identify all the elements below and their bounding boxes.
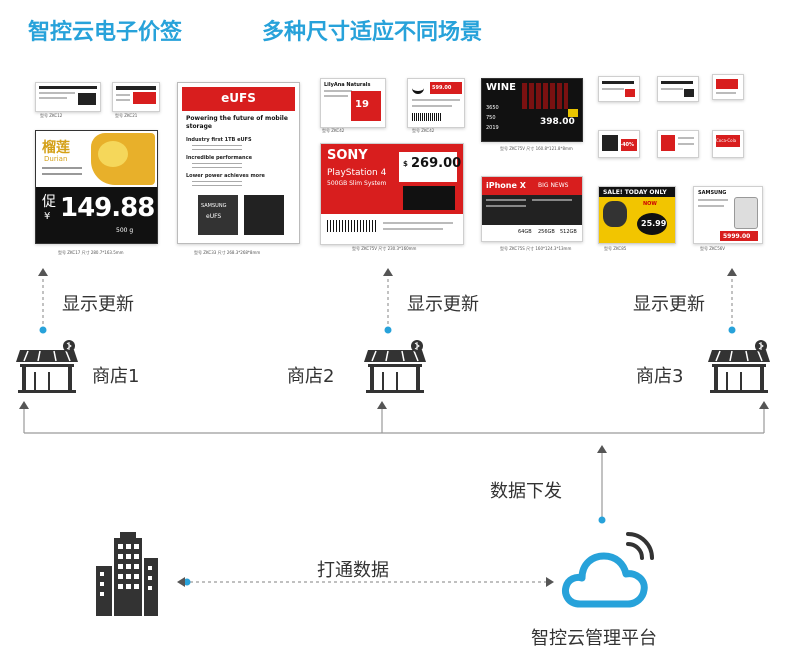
durian-name: 榴莲: [42, 140, 70, 156]
store-icon: [16, 340, 78, 393]
mini-tag-5: [657, 130, 699, 158]
title-left: 智控云电子价签: [28, 20, 183, 45]
store-label-1: 商店1: [92, 366, 140, 387]
platform-label: 智控云管理平台: [531, 628, 657, 649]
wine-price-tag: WINE 3650 750 2019 398.00: [481, 78, 583, 142]
store-icon: [364, 340, 426, 393]
cloud-icon: [562, 532, 654, 608]
display-update-label-1: 显示更新: [62, 294, 134, 315]
durian-price-tag: 榴莲 Durian 促 ¥ 149.88 500 g: [35, 130, 158, 244]
discount-tag: -40%: [598, 130, 640, 158]
console-image: [403, 186, 455, 210]
iphone-price-tag: iPhone X BIG NEWS 64GB 256GB 512GB: [481, 176, 583, 242]
sony-ps4-price-tag: SONY PlayStation 4 500GB Slim System $ 2…: [320, 143, 464, 245]
mini-tag-1: [598, 76, 640, 102]
data-push-label: 数据下发: [490, 481, 562, 502]
coke-tag: Coca-Cola: [712, 130, 744, 158]
galaxy-price-tag: SAMSUNG 5999.00: [693, 186, 763, 244]
mini-tag-2: [657, 76, 699, 102]
display-update-label-3: 显示更新: [633, 294, 705, 315]
phone-image: [734, 197, 758, 229]
small-promo-tag: [112, 82, 160, 112]
connect-label: 打通数据: [317, 560, 389, 581]
store-icon: [708, 340, 770, 393]
nike-price-tag: 599.00: [407, 78, 465, 128]
store-label-3: 商店3: [636, 366, 684, 387]
lilyana-price-tag: LilyAna Naturals 19: [320, 78, 386, 128]
title-right: 多种尺寸适应不同场景: [262, 20, 483, 45]
pet-image: [603, 201, 627, 227]
small-price-tag: [35, 82, 101, 112]
durian-price: 149.88: [60, 193, 155, 223]
sale-price-tag: SALE! TODAY ONLY NOW 25.99: [598, 186, 676, 244]
display-update-label-2: 显示更新: [407, 294, 479, 315]
building-icon: [96, 532, 158, 616]
eufs-price-tag: eUFS Powering the future of mobile stora…: [177, 82, 300, 244]
chip-grid-image: [244, 195, 284, 235]
store-label-2: 商店2: [287, 366, 335, 387]
mini-tag-3: [712, 74, 744, 100]
chip-image: [198, 195, 238, 235]
